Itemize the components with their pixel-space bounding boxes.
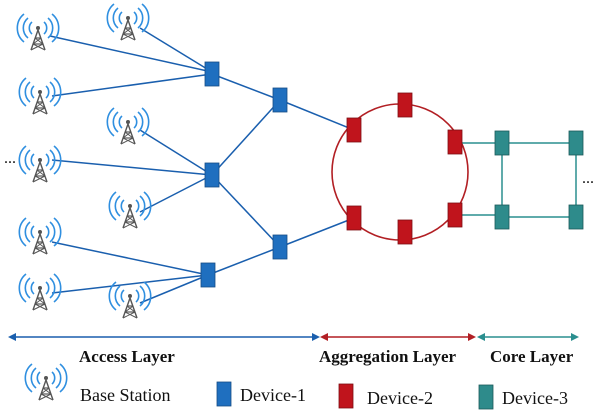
base-station-icon [18, 77, 62, 115]
legend-device2-label: Device-2 [367, 388, 433, 408]
device1-node [272, 87, 288, 113]
base-stations [16, 3, 152, 319]
device2-node [346, 117, 362, 143]
core-links [455, 142, 577, 218]
device2-node [346, 205, 362, 231]
device3-node [494, 204, 510, 230]
ellipsis-left: ... [4, 150, 16, 167]
device1-nodes [200, 61, 288, 288]
device2-node [447, 202, 463, 228]
legend-base-station-label: Base Station [80, 385, 171, 405]
base-station-icon [18, 273, 62, 311]
legend-device3-label: Device-3 [502, 388, 568, 408]
device2-node [397, 219, 413, 245]
base-station-icon [108, 281, 152, 319]
legend: Base Station Device-1 Device-2 Device-3 [24, 363, 568, 410]
base-station-icon [16, 13, 60, 51]
base-station-icon [106, 107, 150, 145]
device2-node [397, 92, 413, 118]
aggregation-span [320, 333, 476, 341]
device1-node [204, 61, 220, 87]
device1-node [272, 234, 288, 260]
access-layer-label: Access Layer [79, 347, 175, 366]
aggregation-layer-label: Aggregation Layer [319, 347, 457, 366]
base-station-icon [18, 145, 62, 183]
legend-device1-swatch [216, 381, 232, 407]
base-station-icon [108, 191, 152, 229]
legend-device1-label: Device-1 [240, 385, 306, 405]
device3-node [568, 130, 584, 156]
device3-node [568, 204, 584, 230]
core-layer-label: Core Layer [490, 347, 574, 366]
legend-device2-swatch [338, 383, 354, 409]
device3-nodes [494, 130, 584, 230]
core-span [477, 333, 579, 341]
legend-device3-swatch [478, 384, 494, 410]
legend-base-station-icon [24, 363, 68, 401]
device2-nodes [346, 92, 463, 245]
access-span [8, 333, 320, 341]
base-station-icon [18, 217, 62, 255]
device1-node [204, 162, 220, 188]
device1-node [200, 262, 216, 288]
access-links [49, 27, 355, 304]
device2-node [447, 129, 463, 155]
device3-node [494, 130, 510, 156]
ellipsis-right: ... [582, 170, 594, 187]
base-station-icon [106, 3, 150, 41]
